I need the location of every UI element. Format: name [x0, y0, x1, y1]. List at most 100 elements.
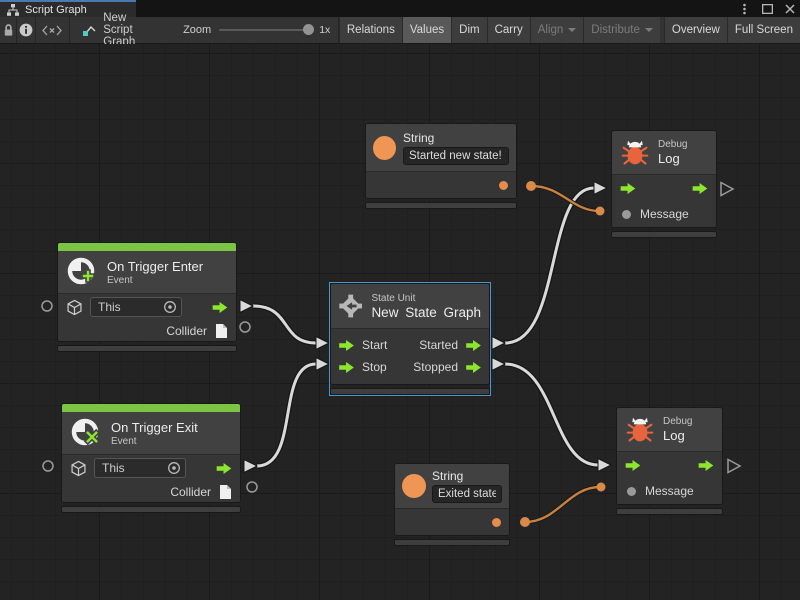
unconnected-value-port[interactable] — [246, 481, 258, 493]
zoom-slider-handle[interactable] — [303, 24, 315, 35]
unconnected-flow-port[interactable] — [720, 181, 735, 197]
node-on-trigger-exit[interactable]: On Trigger Exit Event This — [61, 403, 241, 513]
event-accent-bar — [62, 404, 240, 412]
node-string-bottom[interactable]: String — [394, 463, 510, 546]
graph-toolbar: New Script Graph Zoom 1x Relations Value… — [0, 12, 800, 48]
target-object-field[interactable]: This — [94, 458, 186, 478]
wire-layer — [41, 180, 742, 528]
file-icon[interactable] — [215, 323, 228, 339]
object-picker-icon[interactable] — [167, 461, 181, 475]
wire-string-to-message-top[interactable] — [526, 181, 605, 216]
flow-input-port[interactable] — [625, 459, 641, 471]
flow-input-port[interactable] — [620, 182, 636, 194]
target-object-field[interactable]: This — [90, 297, 182, 317]
dim-button[interactable]: Dim — [451, 17, 487, 43]
overview-button[interactable]: Overview — [663, 17, 727, 43]
wire-stopped-to-debug-log[interactable] — [491, 356, 613, 473]
close-icon[interactable] — [784, 3, 796, 15]
node-debug-log-bottom[interactable]: Debug Log Message — [616, 407, 723, 515]
script-graph-icon — [83, 25, 96, 36]
align-button[interactable]: Align — [529, 17, 584, 43]
tab-title: Script Graph — [25, 3, 87, 16]
node-category: Debug — [663, 416, 693, 427]
string-output-port[interactable] — [492, 517, 501, 527]
carry-button[interactable]: Carry — [486, 17, 530, 43]
node-string-top[interactable]: String — [365, 123, 517, 209]
tab-script-graph[interactable]: Script Graph — [0, 0, 136, 17]
message-port-label: Message — [640, 207, 689, 221]
port-label-started: Started — [419, 338, 458, 352]
zoom-slider[interactable] — [211, 17, 319, 43]
flow-output-port[interactable] — [698, 459, 714, 471]
flow-output-port[interactable] — [692, 182, 708, 194]
toolbar-separator — [68, 17, 70, 43]
dropdown-caret-icon — [644, 28, 653, 32]
flow-input-port[interactable] — [339, 361, 354, 373]
relations-button[interactable]: Relations — [338, 17, 402, 43]
inspect-button[interactable] — [36, 17, 69, 43]
flow-output-port[interactable] — [466, 361, 481, 373]
wire-exit-to-stop[interactable] — [243, 356, 331, 474]
string-literal-icon — [402, 474, 426, 498]
x-badge-icon — [83, 428, 101, 446]
zoom-slider-track[interactable] — [219, 24, 315, 35]
object-picker-icon[interactable] — [163, 300, 177, 314]
node-footer — [365, 202, 517, 209]
unconnected-value-port[interactable] — [42, 460, 54, 472]
unconnected-value-port[interactable] — [41, 300, 53, 312]
string-literal-icon — [373, 135, 396, 160]
node-subtitle: Event — [107, 274, 133, 286]
collider-port-label: Collider — [166, 323, 207, 338]
wire-enter-to-start[interactable] — [239, 298, 331, 351]
more-icon[interactable] — [738, 3, 750, 15]
file-icon[interactable] — [219, 484, 232, 500]
gameobject-cube-icon — [71, 460, 86, 476]
node-state-unit[interactable]: State Unit New State Graph Start Started — [329, 282, 491, 396]
flow-input-port[interactable] — [339, 339, 354, 351]
unconnected-flow-port[interactable] — [727, 458, 742, 474]
port-label-start: Start — [362, 338, 388, 352]
graph-hierarchy-icon — [7, 3, 19, 16]
graph-breadcrumb[interactable] — [69, 17, 103, 43]
message-port-label: Message — [645, 484, 694, 498]
node-footer — [57, 345, 237, 352]
string-output-port[interactable] — [499, 180, 508, 190]
wire-string-to-message-bottom[interactable] — [520, 482, 606, 528]
lock-icon — [4, 24, 12, 36]
string-value-input[interactable] — [403, 146, 509, 165]
node-title: String — [432, 469, 464, 483]
node-footer — [611, 231, 717, 238]
values-button[interactable]: Values — [401, 17, 452, 43]
node-debug-log-top[interactable]: Debug Log Message — [611, 130, 717, 238]
node-footer — [330, 388, 490, 395]
event-icon — [71, 418, 101, 446]
lock-button[interactable] — [0, 17, 16, 43]
flow-output-port[interactable] — [212, 301, 228, 313]
plus-badge-icon — [81, 269, 95, 283]
node-on-trigger-enter[interactable]: On Trigger Enter Event This — [57, 242, 237, 352]
node-title: Log — [658, 151, 680, 166]
string-value-input[interactable] — [432, 485, 502, 503]
distribute-button[interactable]: Distribute — [583, 17, 660, 43]
node-subtitle: Event — [111, 435, 137, 447]
toolbar-separator — [34, 17, 36, 43]
info-button[interactable] — [17, 17, 35, 43]
node-footer — [394, 539, 510, 546]
tab-bar: Script Graph — [0, 0, 800, 17]
flow-output-port[interactable] — [216, 462, 232, 474]
gameobject-cube-icon — [67, 299, 82, 315]
maximize-icon[interactable] — [761, 3, 773, 15]
full-screen-button[interactable]: Full Screen — [726, 17, 800, 43]
node-title: New State Graph — [371, 304, 481, 320]
message-input-port[interactable] — [627, 486, 636, 496]
wire-started-to-debug-log[interactable] — [491, 180, 609, 351]
graph-canvas[interactable]: String — [0, 44, 800, 600]
message-input-port[interactable] — [622, 209, 631, 219]
node-footer — [616, 508, 723, 515]
node-title: On Trigger Exit — [111, 419, 198, 435]
node-title: On Trigger Enter — [107, 258, 204, 274]
unconnected-value-port[interactable] — [239, 321, 251, 333]
info-icon — [19, 23, 33, 37]
flow-output-port[interactable] — [466, 339, 481, 351]
